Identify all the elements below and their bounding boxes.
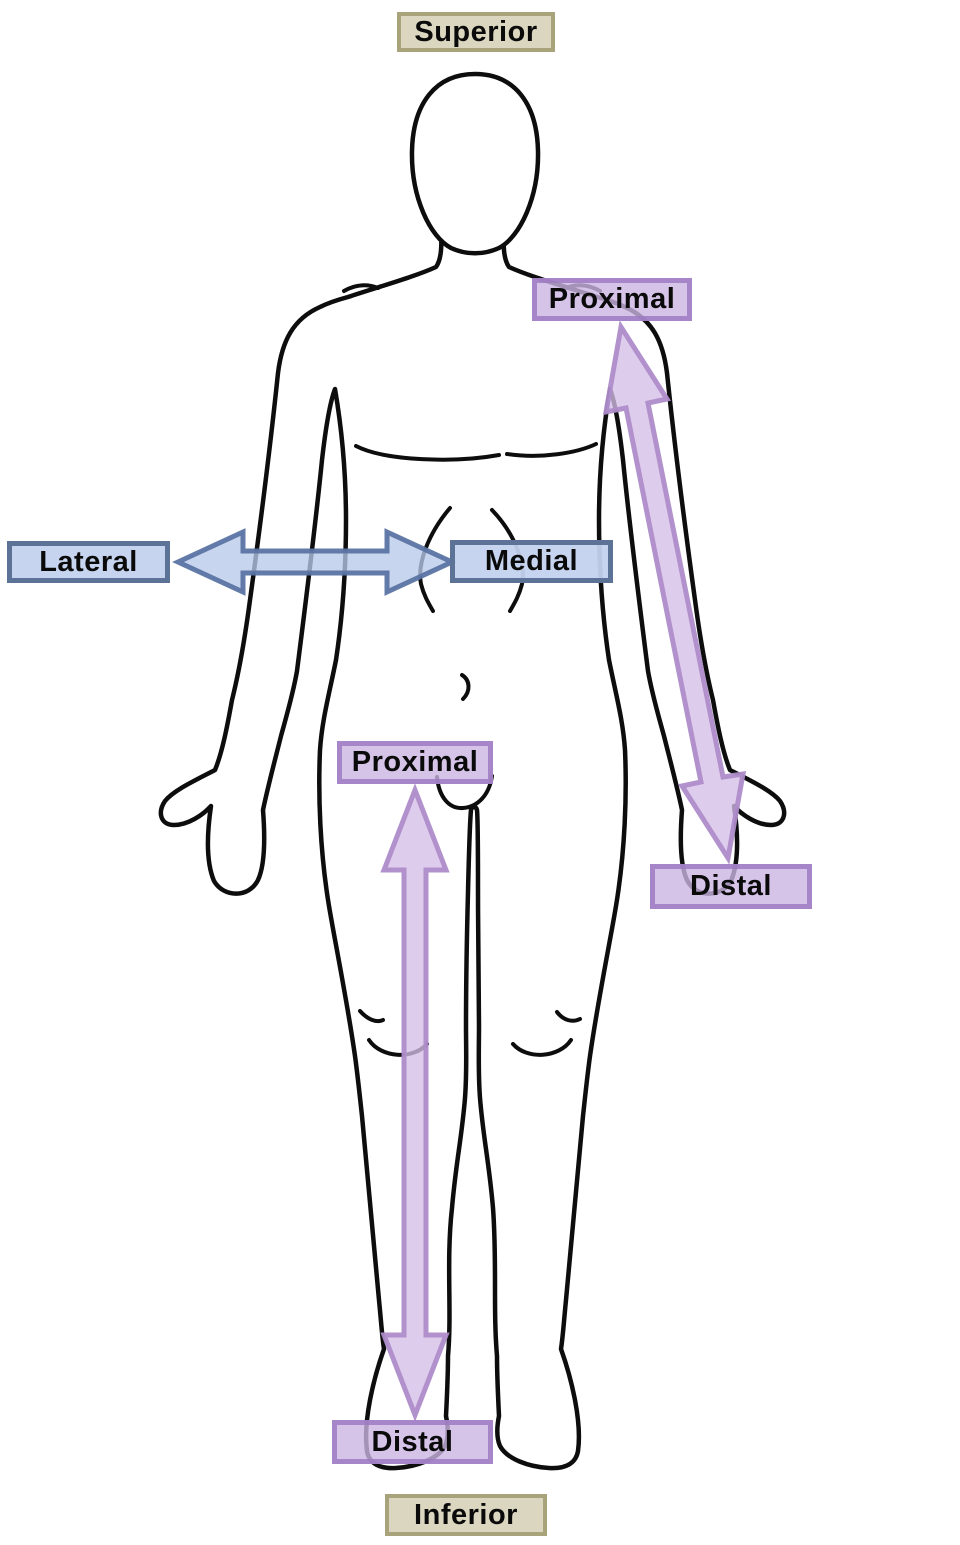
knee-right-cap (511, 1038, 573, 1057)
label-superior: Superior (397, 12, 555, 52)
label-proximal-leg: Proximal (337, 741, 493, 784)
label-distal-arm: Distal (650, 864, 812, 909)
arm-proximal-distal-arrow (602, 320, 747, 865)
label-proximal-arm: Proximal (532, 278, 692, 321)
label-medial: Medial (450, 540, 613, 583)
leg-proximal-distal-arrow (380, 783, 450, 1422)
groin-curve (435, 774, 494, 811)
label-distal-leg: Distal (332, 1420, 493, 1464)
chest-line-left (354, 444, 501, 462)
label-inferior: Inferior (385, 1494, 547, 1536)
navel-mark (460, 673, 471, 701)
head-outline (409, 71, 541, 256)
label-lateral: Lateral (7, 541, 170, 583)
chest-line-right (505, 442, 598, 458)
abdomen-line-right (490, 508, 525, 613)
clavicle-line-left (342, 283, 380, 293)
abdomen-line-left (418, 506, 452, 613)
knee-left-dash (358, 1009, 385, 1024)
body-outline (158, 227, 787, 1471)
knee-right-dash (555, 1010, 582, 1023)
